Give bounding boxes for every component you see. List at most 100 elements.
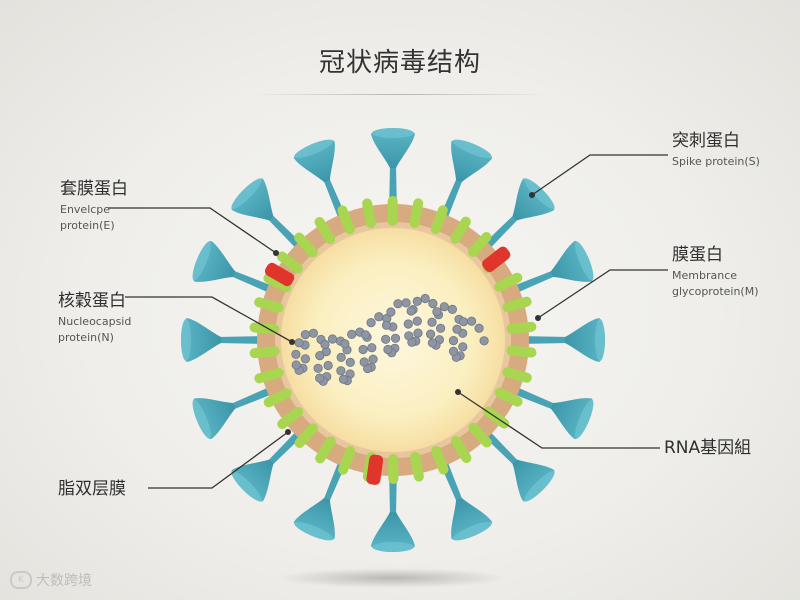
leader-bilayer: [148, 431, 289, 489]
membrane-protein: [502, 367, 532, 383]
membrane-protein: [314, 216, 336, 244]
rna-bead: [338, 374, 349, 384]
spike-protein: [371, 465, 415, 552]
membrane-protein: [263, 273, 292, 293]
rna-bead: [313, 363, 323, 373]
envelope-protein: [264, 262, 295, 287]
membrane-protein: [338, 446, 356, 475]
membrane-protein-layer: [249, 196, 537, 484]
rna-bead: [294, 338, 304, 348]
rna-bead: [383, 344, 393, 355]
rna-bead: [315, 350, 325, 361]
leader-envelope: [108, 207, 277, 254]
rna-bead: [425, 329, 436, 339]
leader-rna-dot: [455, 389, 461, 395]
rna-bead: [327, 334, 338, 344]
rna-bead: [448, 346, 459, 356]
label-membrane-zh: 膜蛋白: [672, 245, 723, 265]
membrane-protein: [387, 196, 398, 227]
membrane-protein: [410, 451, 424, 482]
label-rna-genome: RNA基因組: [664, 437, 751, 459]
leader-membrane-dot: [535, 315, 541, 321]
membrane-protein: [263, 388, 292, 408]
leader-membrane: [537, 269, 668, 319]
virus-shadow: [277, 568, 507, 588]
membrane-protein: [249, 346, 280, 359]
label-spike-en: Spike protein(S): [672, 155, 760, 168]
rna-bead: [336, 366, 346, 376]
membrane-protein: [388, 453, 399, 484]
membrane-protein: [294, 232, 318, 258]
rna-bead: [359, 357, 369, 367]
rna-bead: [386, 307, 396, 317]
rna-bead: [347, 329, 357, 339]
rna-bead: [412, 296, 422, 306]
label-rna-zh: RNA基因組: [664, 438, 752, 458]
watermark-text: 大数跨境: [36, 573, 92, 589]
label-nucleocapsid-zh: 核穀蛋白: [58, 291, 126, 311]
membrane-protein: [277, 406, 304, 430]
leader-nucleocapsid: [125, 296, 293, 343]
membrane-protein: [502, 296, 532, 313]
title-divider: [250, 94, 550, 95]
label-lipid-bilayer: 脂双层膜: [58, 478, 126, 500]
rna-bead: [366, 317, 376, 328]
rna-bead: [300, 329, 310, 340]
label-spike-protein: 突刺蛋白 Spike protein(S): [672, 130, 760, 170]
rna-bead: [406, 306, 416, 316]
rna-bead: [458, 317, 469, 327]
membrane-protein: [468, 422, 492, 448]
rna-bead: [427, 317, 437, 327]
rna-bead: [374, 312, 384, 322]
rna-bead: [315, 373, 325, 383]
leader-lines: [108, 154, 668, 489]
rna-bead: [435, 323, 446, 333]
envelope-protein: [482, 246, 511, 273]
rna-bead: [390, 333, 401, 343]
rna-bead: [291, 349, 301, 359]
rna-bead: [448, 335, 459, 346]
rna-bead: [412, 316, 422, 326]
membrane-protein: [362, 198, 376, 229]
rna-bead: [367, 343, 377, 353]
leader-spike: [531, 154, 668, 196]
membrane-protein: [430, 205, 448, 234]
rna-bead: [358, 344, 368, 355]
rna-bead: [427, 338, 437, 348]
membrane-protein: [450, 436, 472, 464]
leader-bilayer-dot: [285, 429, 291, 435]
membrane-protein: [254, 367, 284, 384]
rna-bead: [458, 342, 468, 352]
rna-bead: [340, 339, 350, 349]
spike-protein: [181, 318, 268, 362]
rna-bead: [404, 331, 414, 341]
rna-bead: [336, 352, 346, 362]
rna-bead: [368, 354, 378, 364]
rna-bead: [393, 299, 403, 309]
rna-bead: [381, 334, 391, 344]
membrane-protein: [431, 445, 449, 475]
rna-bead: [403, 319, 413, 329]
watermark: K 大数跨境: [10, 570, 92, 590]
watermark-logo-icon: K: [10, 571, 32, 589]
membrane-protein: [409, 198, 424, 228]
membrane-protein: [494, 387, 523, 407]
rna-bead: [452, 324, 462, 334]
rna-bead: [291, 360, 301, 370]
rna-bead: [345, 357, 355, 367]
spike-protein: [518, 318, 605, 362]
membrane-protein: [467, 232, 492, 257]
rna-bead: [466, 316, 477, 326]
rna-bead: [479, 336, 489, 346]
leader-rna: [457, 391, 660, 449]
rna-bead: [428, 298, 438, 309]
rna-bead: [360, 330, 370, 340]
membrane-protein: [506, 345, 537, 358]
rna-bead: [474, 323, 484, 333]
